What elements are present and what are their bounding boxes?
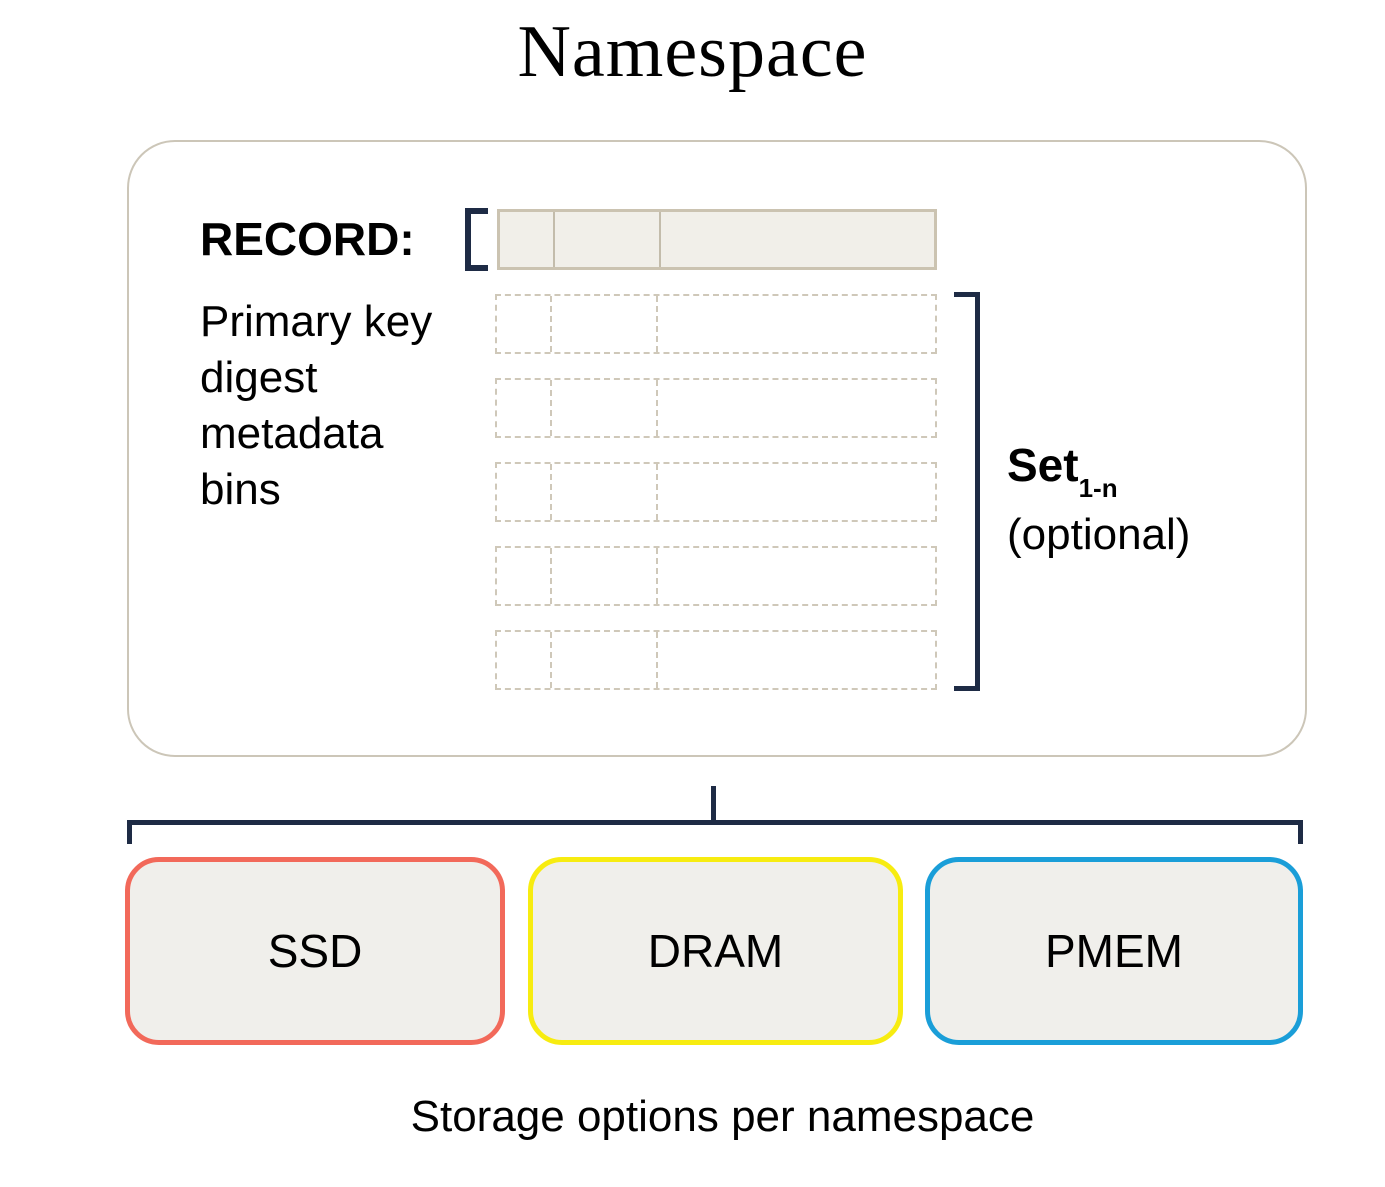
record-field-line: bins xyxy=(200,465,281,514)
record-cell-metadata xyxy=(552,548,658,604)
record-cell-bins xyxy=(658,548,935,604)
record-cell-bins xyxy=(658,380,935,436)
set-record-row xyxy=(495,462,937,522)
storage-option-pmem: PMEM xyxy=(925,857,1303,1045)
record-cell-digest xyxy=(497,464,552,520)
record-cell-digest xyxy=(497,296,552,352)
set-optional-note: (optional) xyxy=(1007,510,1191,559)
record-cell-digest xyxy=(497,632,552,688)
record-cell-digest xyxy=(497,380,552,436)
record-cell-metadata xyxy=(552,380,658,436)
set-close-bracket-icon xyxy=(954,292,980,691)
record-field-line: digest xyxy=(200,353,318,402)
record-cell-metadata xyxy=(552,464,658,520)
record-cell-bins xyxy=(658,632,935,688)
set-label: Set1-n (optional) xyxy=(1007,438,1190,560)
record-cell-metadata xyxy=(555,212,661,267)
record-open-bracket-icon xyxy=(465,208,488,271)
diagram-title: Namespace xyxy=(517,11,868,93)
storage-option-ssd: SSD xyxy=(125,857,505,1045)
storage-option-dram: DRAM xyxy=(528,857,903,1045)
set-record-rows xyxy=(495,294,937,690)
storage-caption: Storage options per namespace xyxy=(410,1092,1035,1141)
connector-brace xyxy=(127,820,1303,844)
connector-stem xyxy=(711,786,716,822)
record-label: RECORD: xyxy=(200,213,415,265)
record-cell-metadata xyxy=(552,296,658,352)
set-range-subscript: 1-n xyxy=(1078,473,1118,503)
record-fields-label: Primary key digest metadata bins xyxy=(200,294,432,518)
set-record-row xyxy=(495,378,937,438)
record-cell-bins xyxy=(661,212,934,267)
record-cell-digest xyxy=(500,212,555,267)
record-cell-digest xyxy=(497,548,552,604)
record-cell-metadata xyxy=(552,632,658,688)
record-field-line: metadata xyxy=(200,409,384,458)
record-field-line: Primary key xyxy=(200,297,433,346)
record-cell-bins xyxy=(658,464,935,520)
storage-option-label: PMEM xyxy=(1045,925,1183,977)
record-cell-bins xyxy=(658,296,935,352)
set-record-row xyxy=(495,294,937,354)
storage-option-label: SSD xyxy=(267,925,363,977)
record-box xyxy=(497,209,937,270)
storage-option-label: DRAM xyxy=(647,925,784,977)
set-record-row xyxy=(495,630,937,690)
set-record-row xyxy=(495,546,937,606)
namespace-container: RECORD: Primary key digest metadata bins xyxy=(127,140,1307,757)
set-name: Set xyxy=(1007,439,1079,491)
